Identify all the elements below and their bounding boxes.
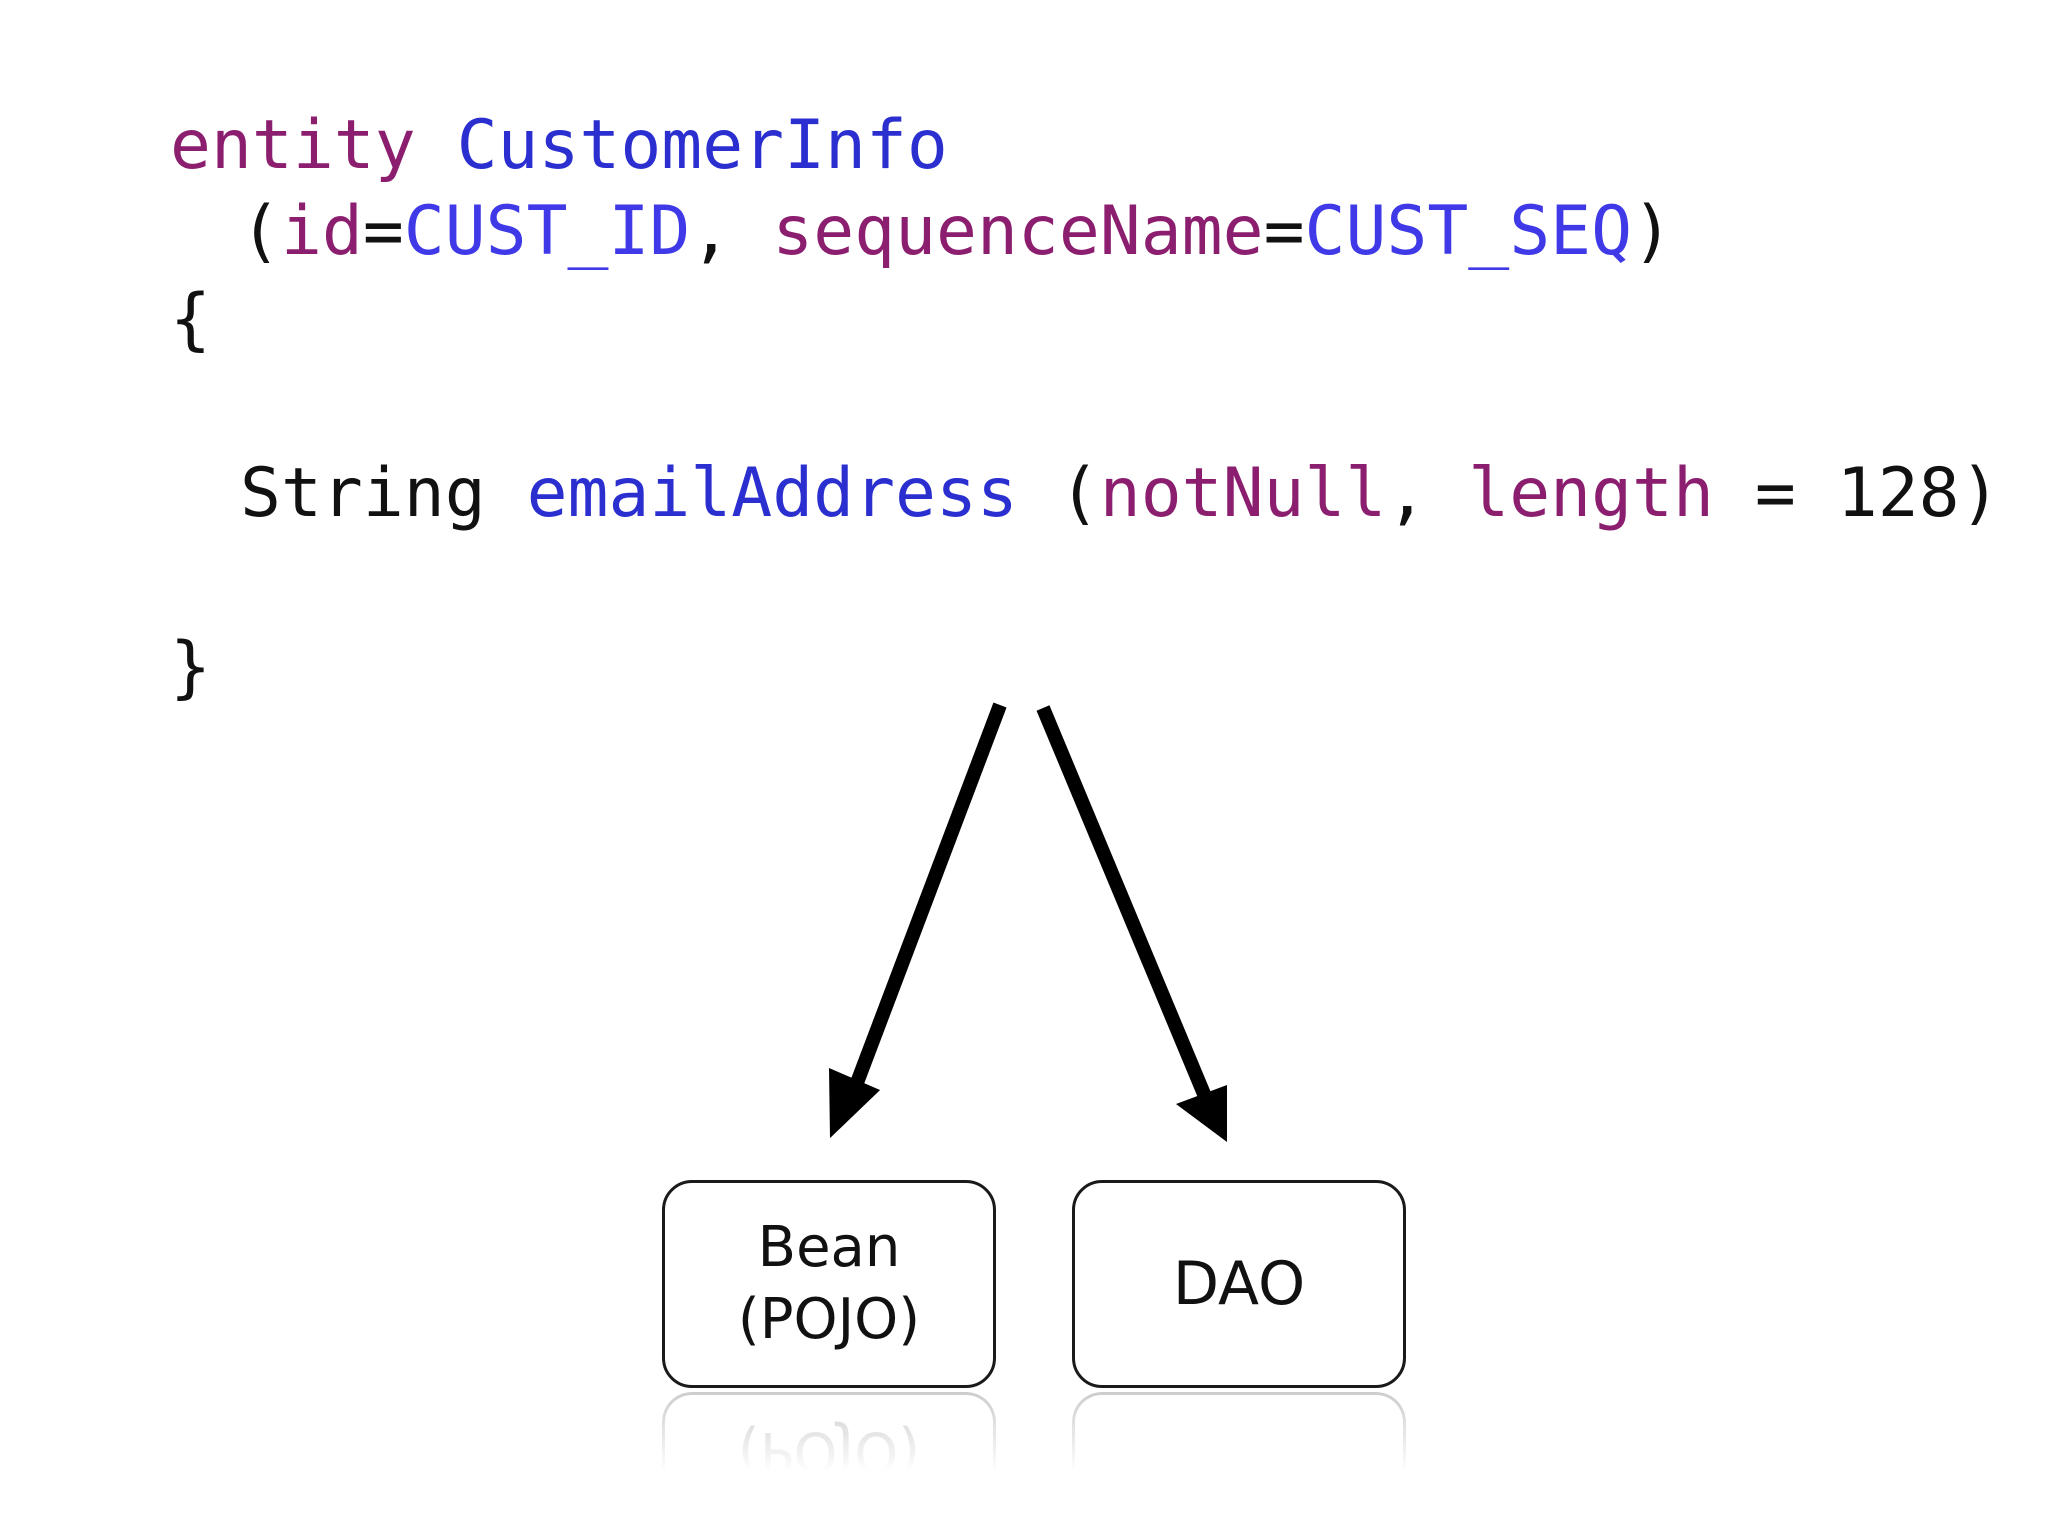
arrow-to-bean [829,702,1007,1138]
field-length-value: 128 [1836,454,1960,533]
paren-close: ) [1959,454,2001,533]
entity-keyword: entity [170,106,416,185]
comma: , [690,192,732,271]
equals: = [362,192,404,271]
field-option-notnull: notNull [1099,454,1387,533]
code-line-entity-options: (id=CUST_ID, sequenceName=CUST_SEQ) [240,198,1673,266]
code-line-field: String emailAddress (notNull, length = 1… [240,460,2001,528]
dao-box-label: DAO [1172,1249,1306,1319]
equals: = [1263,192,1305,271]
code-block: entity CustomerInfo (id=CUST_ID, sequenc… [0,0,2048,720]
code-line-entity: entity CustomerInfo [170,112,948,180]
field-name: emailAddress [526,454,1018,533]
bean-box-title: Bean [757,1215,901,1280]
paren-open: ( [1058,454,1100,533]
dao-box-reflection [1072,1392,1406,1472]
field-type: String [240,454,486,533]
paren-open: ( [240,192,281,271]
entity-name: CustomerInfo [456,106,948,185]
option-id-value: CUST_ID [403,192,691,271]
close-brace: } [170,628,211,707]
open-brace: { [170,280,211,359]
dao-box: DAO [1072,1180,1406,1388]
equals: = [1754,454,1796,533]
field-option-length: length [1468,454,1714,533]
comma: , [1386,454,1428,533]
arrow-to-dao [1036,705,1227,1142]
bean-box: Bean (POJO) [662,1180,996,1388]
option-sequence-value: CUST_SEQ [1304,192,1633,271]
bean-box-reflection: (POJO) [662,1392,996,1484]
paren-close: ) [1632,192,1673,271]
option-id-key: id [280,192,363,271]
option-sequence-key: sequenceName [772,192,1264,271]
bean-box-subtitle: (POJO) [737,1287,921,1352]
